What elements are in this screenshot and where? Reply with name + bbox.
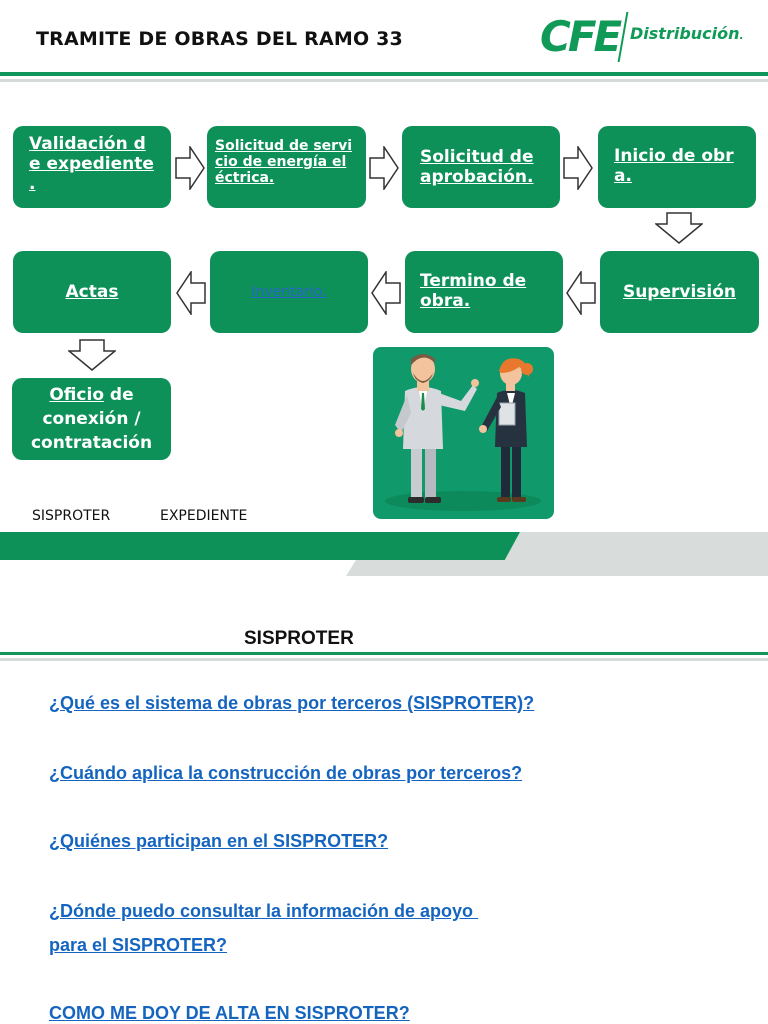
section-title: SISPROTER	[244, 628, 354, 649]
section-rule-grey	[0, 658, 768, 661]
people-illustration	[373, 347, 554, 519]
arrow-left-icon	[371, 271, 401, 315]
faq-link-donde-consultar-cont[interactable]: para el SISPROTER?	[49, 935, 228, 955]
decorative-band	[0, 532, 768, 576]
page-title: TRAMITE DE OBRAS DEL RAMO 33	[36, 28, 403, 50]
step-supervision[interactable]: Supervisión	[600, 251, 759, 333]
header-rule-grey	[0, 79, 768, 82]
label-expediente: EXPEDIENTE	[160, 508, 248, 524]
step-solicitud-aprobacion[interactable]: Solicitud de aprobación.	[402, 126, 560, 208]
people-icon	[385, 354, 541, 511]
arrow-right-icon	[369, 146, 399, 190]
step-solicitud-servicio[interactable]: Solicitud de servi cio de energía el éct…	[207, 126, 366, 208]
faq-link-donde-consultar[interactable]: ¿Dónde puedo consultar la información de…	[49, 901, 479, 921]
logo-subtitle: Distribución.	[630, 24, 744, 43]
header-rule	[0, 72, 768, 76]
step-termino-obra[interactable]: Termino de obra.	[405, 251, 563, 333]
arrow-right-icon	[563, 146, 593, 190]
step-inventario[interactable]: Inventario.	[210, 251, 368, 333]
arrow-left-icon	[566, 271, 596, 315]
arrow-down-icon	[655, 212, 703, 244]
cfe-logo: CFE Distribución.	[536, 10, 751, 66]
step-oficio-conexion[interactable]: Oficio de conexión / contratación	[12, 378, 171, 460]
section-rule	[0, 652, 768, 655]
step-actas[interactable]: Actas	[13, 251, 171, 333]
arrow-right-icon	[175, 146, 205, 190]
faq-link-que-es[interactable]: ¿Qué es el sistema de obras por terceros…	[49, 693, 535, 713]
faq-link-quienes-participan[interactable]: ¿Quiénes participan en el SISPROTER?	[49, 831, 389, 851]
arrow-left-icon	[176, 271, 206, 315]
logo-brand: CFE	[540, 12, 622, 61]
oficio-link[interactable]: Oficio	[49, 385, 104, 405]
arrow-down-icon	[68, 339, 116, 371]
step-validacion-expediente[interactable]: Validación d e expediente .	[13, 126, 171, 208]
faq-link-alta[interactable]: COMO ME DOY DE ALTA EN SISPROTER?	[49, 1003, 410, 1023]
faq-link-cuando-aplica[interactable]: ¿Cuándo aplica la construcción de obras …	[49, 763, 523, 783]
label-sisproter: SISPROTER	[32, 508, 111, 524]
step-inicio-obra[interactable]: Inicio de obr a.	[598, 126, 756, 208]
